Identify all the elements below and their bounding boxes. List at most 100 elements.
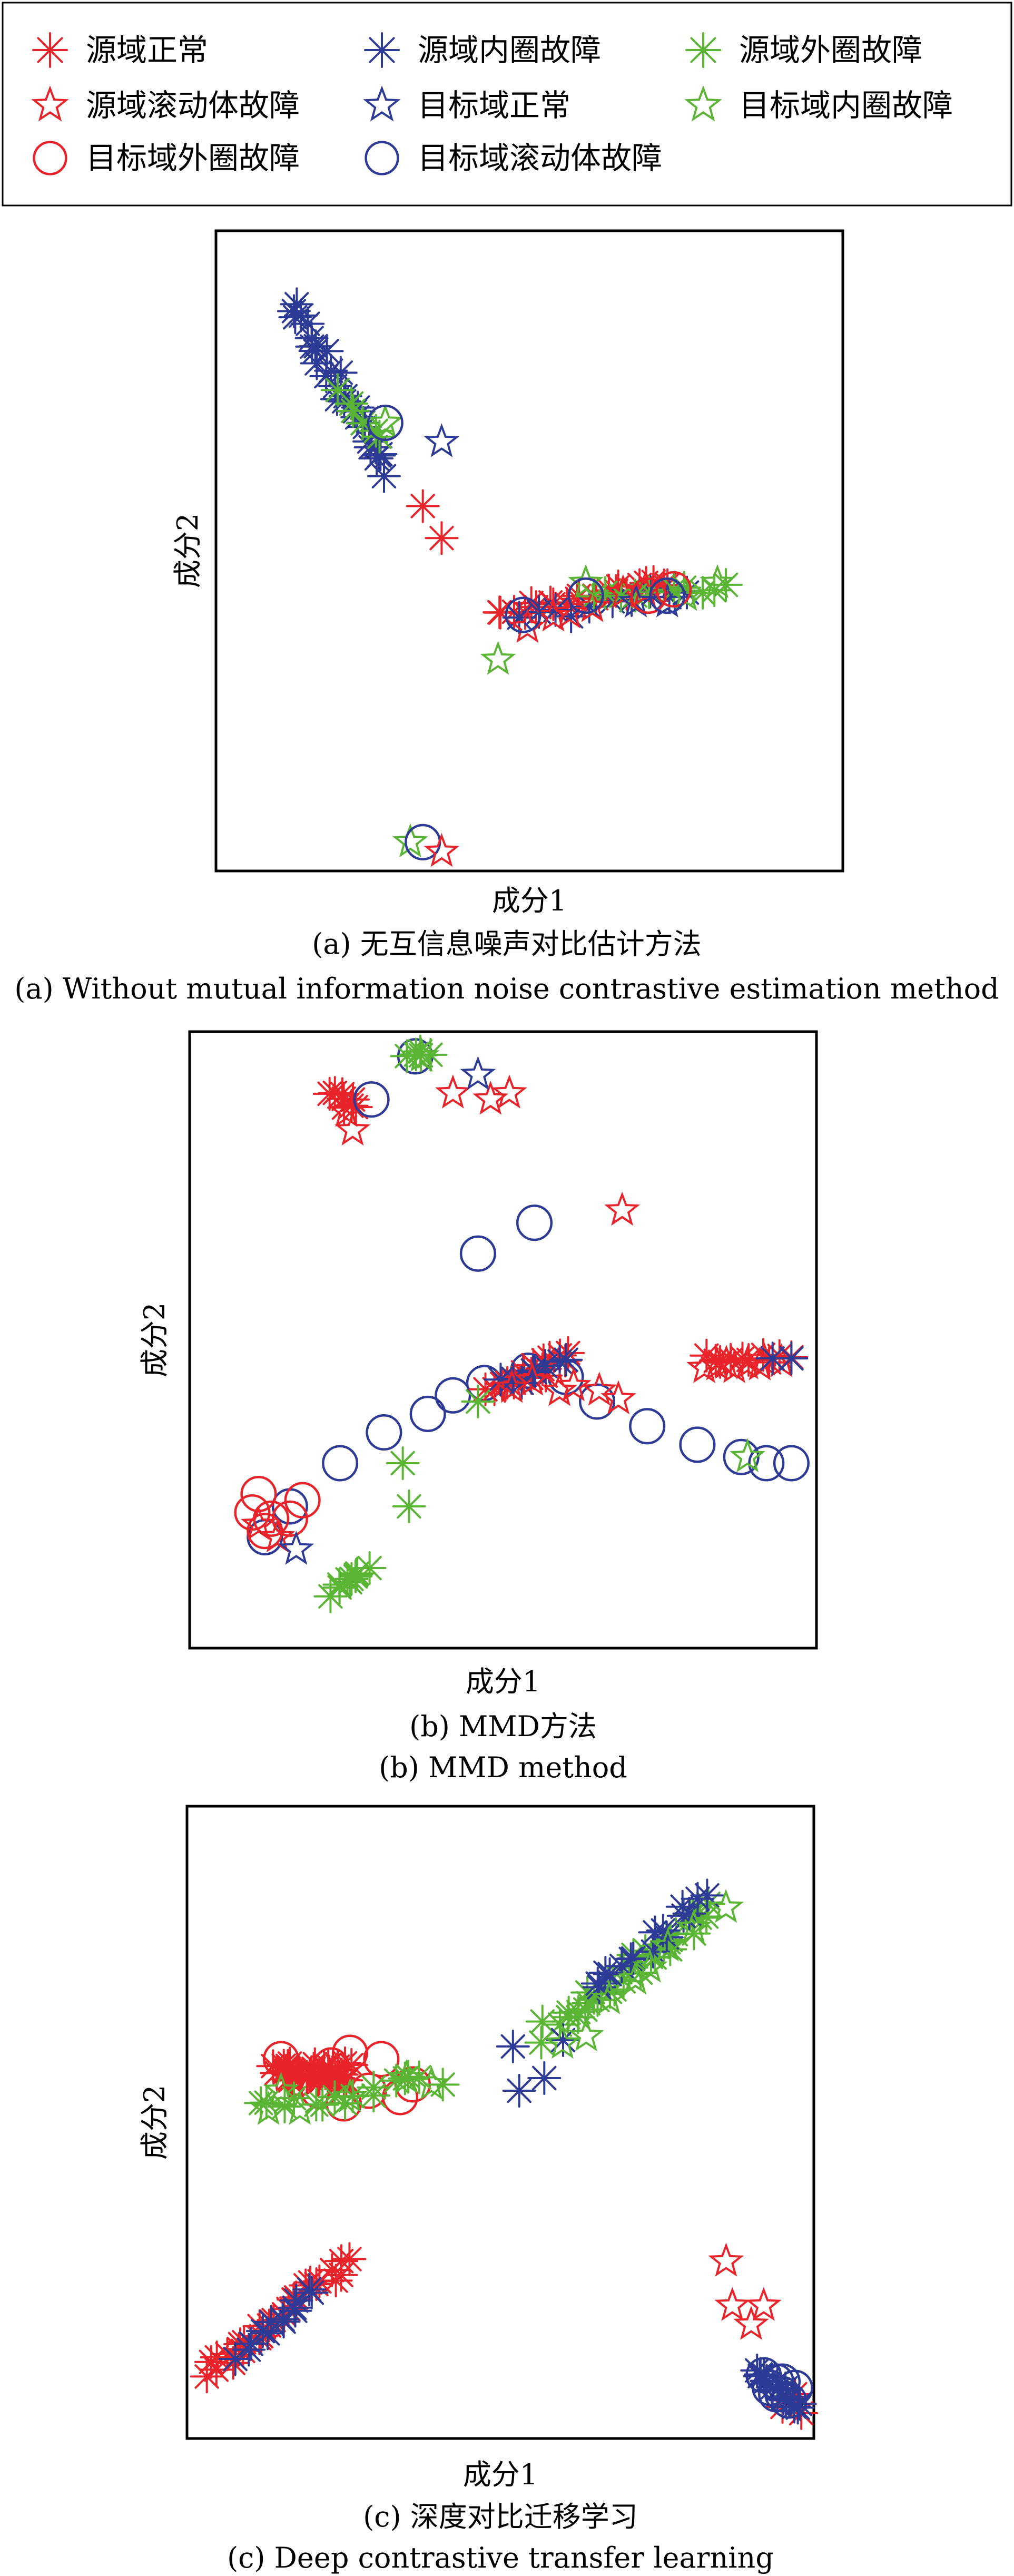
data-point — [322, 1445, 359, 1482]
legend-label: 目标域正常 — [418, 87, 570, 123]
data-point — [745, 2287, 782, 2321]
data-point — [681, 1882, 715, 1916]
data-point — [328, 1093, 365, 1128]
data-point — [629, 1408, 666, 1445]
data-point — [581, 1372, 617, 1406]
data-point — [676, 1909, 712, 1943]
data-point — [514, 1362, 550, 1396]
data-point — [425, 521, 459, 555]
panel-c-xlabel: 成分1 — [463, 2458, 538, 2491]
legend-frame — [2, 2, 1012, 207]
data-point — [426, 2068, 460, 2102]
data-point — [591, 1980, 627, 2014]
data-point — [630, 577, 667, 614]
data-point — [292, 2273, 327, 2307]
legend-marker-star — [684, 85, 722, 122]
panel-b-marks — [234, 1034, 810, 1613]
legend-marker-asterisk — [685, 32, 721, 68]
data-point — [491, 1074, 527, 1109]
data-point — [388, 2059, 425, 2093]
legend-marker-circle — [33, 141, 67, 175]
panel-b: 成分2 成分1 (b) MMD方法 (b) MMD method — [138, 1030, 818, 1784]
legend-item: 目标域内圈故障 — [684, 85, 953, 123]
data-point — [714, 2287, 751, 2321]
legend-item: 源域内圈故障 — [364, 32, 601, 68]
legend-label: 目标域滚动体故障 — [418, 140, 662, 176]
data-point — [424, 832, 460, 867]
data-point — [502, 2074, 536, 2108]
legend-label: 源域内圈故障 — [418, 32, 601, 68]
legend-label: 源域正常 — [86, 32, 208, 68]
data-point — [567, 577, 604, 614]
panel-b-ylabel: 成分2 — [138, 1302, 171, 1377]
data-point — [459, 1235, 496, 1272]
legend-marker-star — [31, 85, 69, 122]
data-point — [263, 2072, 299, 2106]
legend-label: 目标域内圈故障 — [739, 87, 953, 123]
data-point — [313, 2047, 350, 2084]
data-point — [604, 1191, 641, 1226]
data-point — [649, 1927, 686, 1962]
data-point — [535, 597, 572, 632]
panel-a-marks — [277, 287, 743, 867]
data-point — [549, 1343, 583, 1377]
panel-c-ylabel: 成分2 — [138, 2085, 171, 2160]
legend-entries: 源域正常源域内圈故障源域外圈故障源域滚动体故障目标域正常目标域内圈故障目标域外圈… — [31, 32, 953, 176]
data-point — [542, 1372, 578, 1406]
panel-a-ylabel: 成分2 — [171, 513, 204, 588]
panel-b-caption-cn: (b) MMD方法 — [409, 1710, 597, 1743]
data-point — [367, 404, 403, 438]
data-point — [334, 1111, 371, 1146]
data-point — [690, 1878, 724, 1913]
data-point — [774, 1341, 809, 1376]
panel-a-caption-cn: (a) 无互信息噪声对比估计方法 — [312, 927, 702, 961]
legend: 源域正常源域内圈故障源域外圈故障源域滚动体故障目标域正常目标域内圈故障目标域外圈… — [2, 2, 1012, 207]
data-point — [716, 1349, 752, 1383]
data-point — [363, 2041, 400, 2078]
data-point — [708, 1888, 744, 1923]
data-point — [700, 564, 735, 599]
data-point — [331, 2034, 368, 2071]
data-point — [282, 2091, 318, 2125]
data-point — [353, 1081, 390, 1118]
legend-label: 源域外圈故障 — [739, 32, 922, 68]
data-point — [708, 2242, 744, 2277]
data-point — [367, 459, 401, 493]
data-point — [568, 2017, 604, 2052]
legend-item: 源域滚动体故障 — [31, 85, 300, 123]
data-point — [545, 2024, 580, 2059]
data-point — [496, 2030, 530, 2063]
panel-c-caption-cn: (c) 深度对比迁移学习 — [363, 2500, 638, 2533]
data-point — [655, 571, 692, 608]
data-point — [392, 823, 428, 858]
data-point — [494, 1368, 530, 1403]
data-point — [555, 1367, 592, 1402]
data-point — [505, 596, 542, 633]
data-point — [568, 564, 604, 599]
panel-b-frame — [188, 1030, 818, 1650]
data-point — [574, 588, 611, 622]
data-point — [723, 1438, 760, 1475]
data-point — [527, 2061, 562, 2095]
panel-c-marks — [190, 1878, 819, 2430]
data-point — [578, 1383, 616, 1420]
data-point — [278, 2290, 312, 2325]
legend-marker-asterisk — [364, 32, 400, 68]
data-point — [332, 2242, 367, 2276]
data-point — [278, 300, 312, 335]
panel-b-xlabel: 成分1 — [466, 1665, 540, 1698]
data-point — [278, 1531, 314, 1565]
data-point — [748, 1445, 785, 1482]
data-point — [679, 1426, 716, 1463]
panel-c-frame — [185, 1805, 815, 2440]
data-point — [516, 1354, 550, 1388]
data-point — [392, 1489, 426, 1523]
legend-item: 源域外圈故障 — [685, 32, 922, 68]
data-point — [649, 577, 686, 614]
data-point — [773, 1445, 810, 1482]
data-point — [403, 1037, 440, 1072]
data-point — [352, 1551, 387, 1585]
data-point — [480, 641, 516, 675]
legend-item: 目标域滚动体故障 — [365, 140, 662, 176]
